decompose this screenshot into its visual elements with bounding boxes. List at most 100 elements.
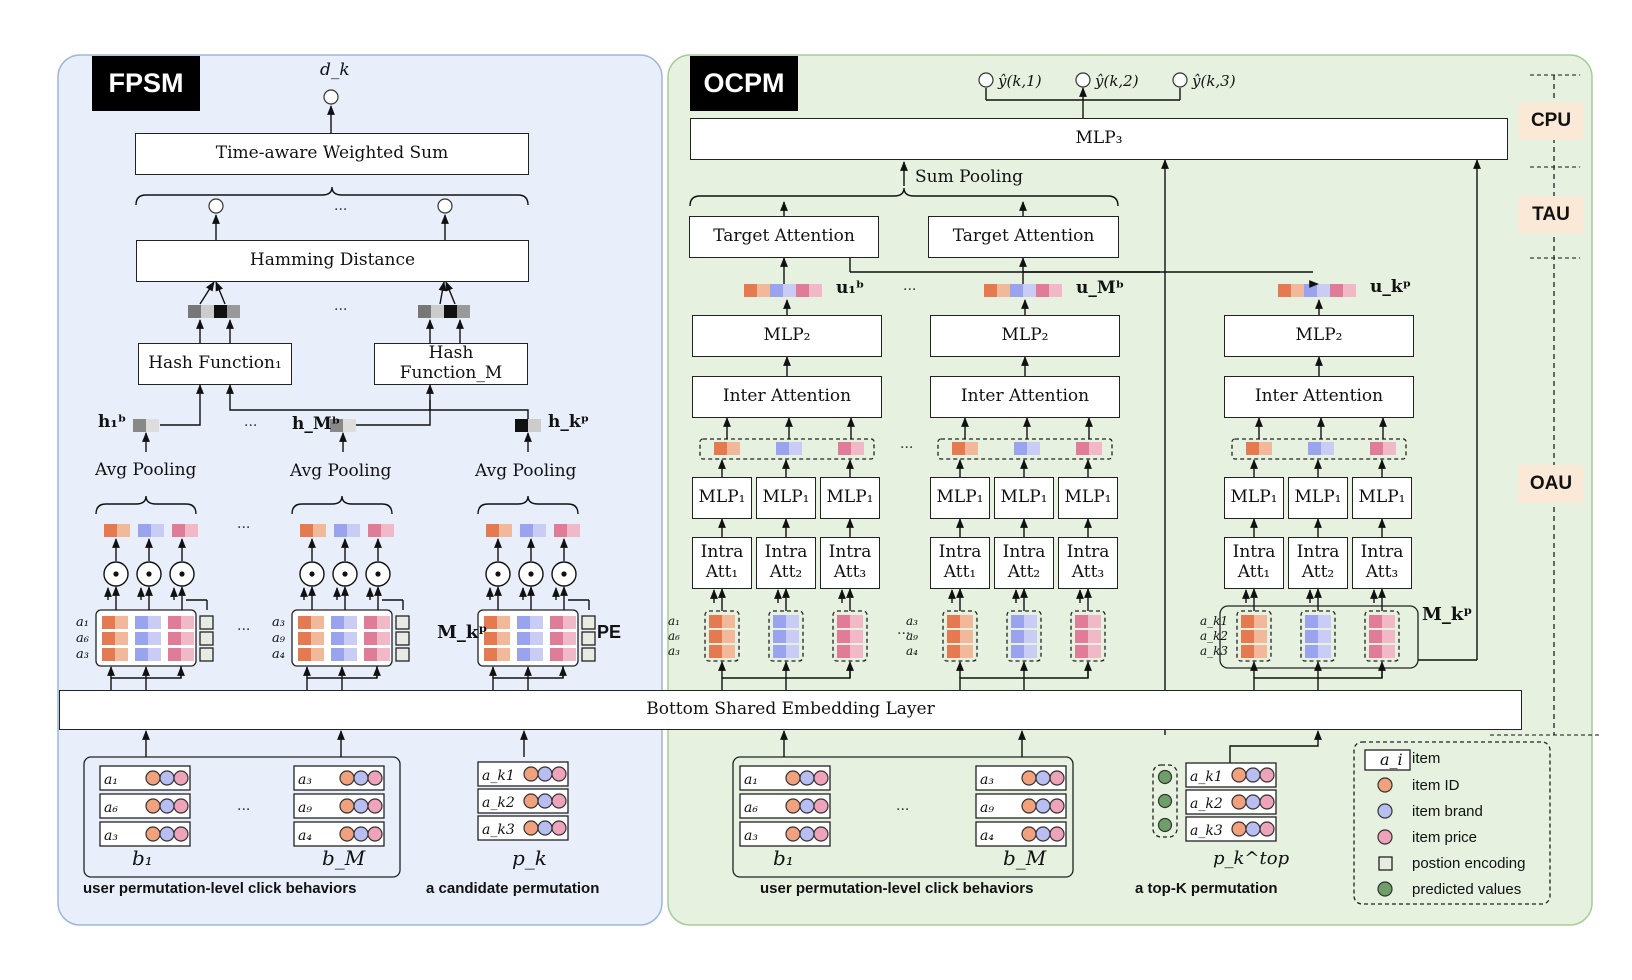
matrix-cell	[563, 648, 576, 661]
mlp1-box: MLP₁	[930, 477, 990, 519]
brand-dot	[1035, 826, 1051, 842]
pooled-cell	[567, 524, 580, 537]
hash-cell	[188, 305, 201, 318]
brand-dot	[353, 798, 369, 814]
matrix-cell	[364, 616, 377, 629]
brand-dot	[159, 770, 175, 786]
row-label: a₁	[668, 614, 680, 628]
hash-cell	[330, 419, 343, 432]
price-dot	[813, 770, 829, 786]
fpsm-matrix-label: M_kᵖ	[437, 622, 488, 643]
embedding-cell	[1036, 284, 1049, 297]
ellipsis: ...	[903, 278, 917, 294]
matrix-cell	[960, 645, 973, 658]
row-label: a₁	[76, 615, 89, 630]
pos-enc-cell	[581, 615, 596, 630]
output-label: ŷ(k,3)	[1191, 72, 1236, 90]
matrix-cell	[1305, 615, 1318, 628]
u1-label: u₁ᵇ	[836, 278, 865, 298]
intra-attention-box: Intra Att₂	[994, 537, 1054, 589]
id-dot	[1021, 770, 1037, 786]
pooled-cell	[368, 524, 381, 537]
id-dot	[145, 826, 161, 842]
matrix-cell	[1254, 645, 1267, 658]
pooled-cell	[381, 524, 394, 537]
id-dot	[339, 826, 355, 842]
unit-oau: OAU	[1518, 465, 1584, 503]
um-label: u_Mᵇ	[1076, 278, 1125, 298]
id-dot	[1021, 798, 1037, 814]
id-dot	[1021, 826, 1037, 842]
matrix-cell	[1369, 630, 1382, 643]
brand-dot	[799, 770, 815, 786]
hadamard-dot	[375, 571, 381, 577]
connector-path	[1229, 730, 1322, 763]
hadamard-dot	[179, 571, 185, 577]
matrix-cell	[947, 630, 960, 643]
matrix-cell	[377, 616, 390, 629]
pos-enc-cell	[395, 615, 410, 630]
matrix-cell	[1088, 615, 1101, 628]
matrix-cell	[1241, 615, 1254, 628]
matrix-cell	[1318, 630, 1331, 643]
legend-pos-enc: postion encoding	[1412, 855, 1526, 872]
embedding-cell	[796, 284, 809, 297]
uk-label: u_kᵖ	[1370, 277, 1412, 297]
mlp2-box: MLP₂	[1224, 315, 1414, 357]
intra-attention-box: Intra Att₁	[930, 537, 990, 589]
matrix-cell	[135, 648, 148, 661]
item-label: a_k1	[1190, 769, 1223, 785]
legend-brand-dot	[1377, 803, 1393, 819]
embedding-cell	[744, 284, 757, 297]
embedding-cell	[783, 284, 796, 297]
matrix-cell	[497, 632, 510, 645]
unit-cpu: CPU	[1518, 102, 1584, 140]
embedding-cell	[757, 284, 770, 297]
matrix-cell	[115, 616, 128, 629]
matrix-cell	[1088, 630, 1101, 643]
row-label: a₉	[272, 631, 286, 646]
matrix-cell	[550, 632, 563, 645]
pos-enc-cell	[395, 647, 410, 662]
pooled-cell	[851, 442, 864, 455]
inter-attention-box: Inter Attention	[1224, 376, 1414, 418]
price-dot	[367, 798, 383, 814]
brand-dot	[1035, 770, 1051, 786]
predicted-dot	[1157, 769, 1173, 785]
output-node	[978, 72, 994, 88]
matrix-cell	[1369, 615, 1382, 628]
row-label: a₃	[906, 614, 918, 628]
hash-cell	[201, 305, 214, 318]
dashed-item-column	[1006, 610, 1042, 662]
ocpm-matrix-label: M_kᵖ	[1422, 604, 1473, 625]
legend-pe-square	[1378, 856, 1393, 871]
hadamard-dot	[309, 571, 315, 577]
embedding-cell	[1343, 284, 1356, 297]
pooled-cell	[533, 524, 546, 537]
item-label: a₄	[980, 828, 994, 844]
output-dk-node	[323, 89, 339, 105]
pooled-cell	[776, 442, 789, 455]
matrix-cell	[1075, 630, 1088, 643]
item-label: a₃	[298, 772, 312, 788]
row-label: a₃	[76, 647, 89, 662]
matrix-cell	[115, 632, 128, 645]
pooled-cell	[1089, 442, 1102, 455]
matrix-cell	[837, 630, 850, 643]
hadamard-dot	[561, 571, 567, 577]
pos-enc-cell	[581, 647, 596, 662]
pooled-cell	[1076, 442, 1089, 455]
hash-cell	[515, 419, 528, 432]
matrix-cell	[102, 616, 115, 629]
matrix-cell	[148, 616, 161, 629]
hadamard-dot	[342, 571, 348, 577]
matrix-cell	[484, 616, 497, 629]
hash-cell	[214, 305, 227, 318]
legend-item-brand: item brand	[1412, 803, 1483, 820]
item-label: a₃	[744, 828, 758, 844]
predicted-values-column	[1152, 764, 1178, 838]
pooled-cell	[486, 524, 499, 537]
matrix-cell	[377, 632, 390, 645]
brand-dot	[1245, 767, 1261, 783]
mlp1-box: MLP₁	[1224, 477, 1284, 519]
